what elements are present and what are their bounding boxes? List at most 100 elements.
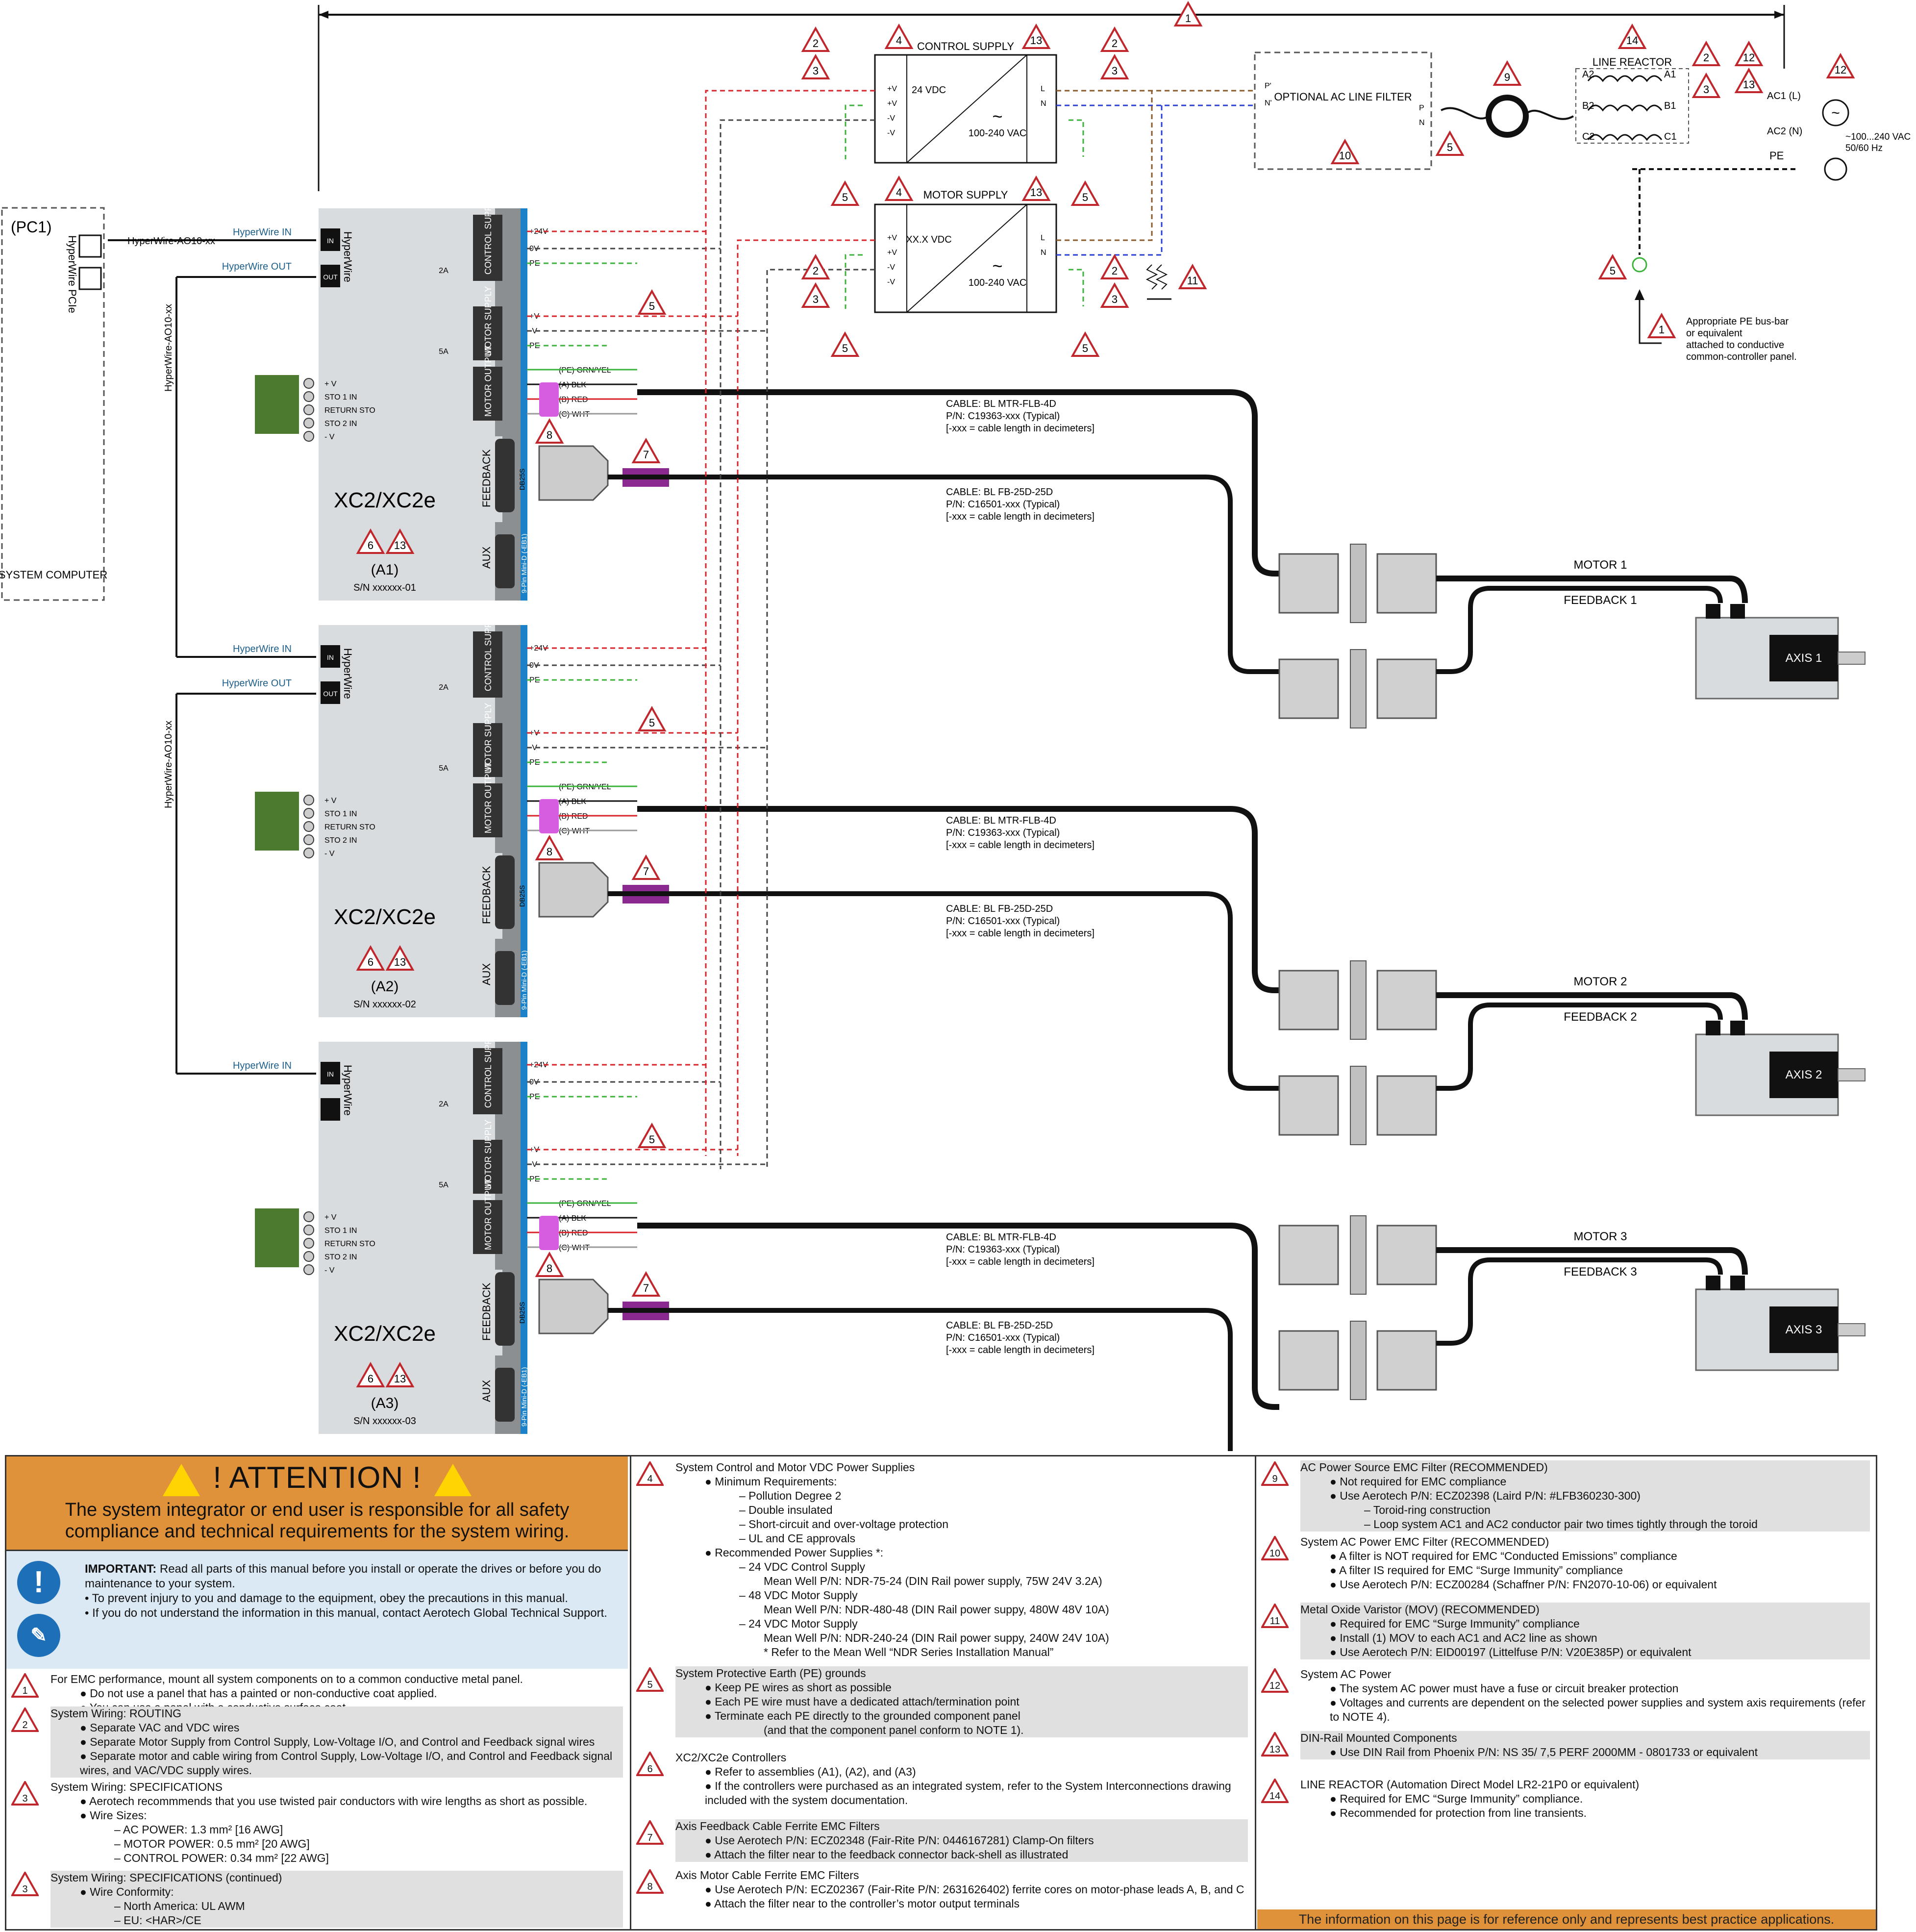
note-line: ● Not required for EMC compliance [1330,1475,1507,1488]
svg-text:11: 11 [1187,275,1198,287]
svg-text:+V: +V [887,85,897,93]
sto-pin-label: STO 1 IN [324,810,357,818]
svg-text:9: 9 [1272,1474,1277,1484]
feedback-port-label: FEEDBACK [480,1282,493,1341]
svg-text:10: 10 [1269,1548,1280,1559]
svg-text:2: 2 [813,265,819,277]
warning-icon [163,1463,200,1496]
note-9: 9 AC Power Source EMC Filter (RECOMMENDED… [1260,1460,1870,1531]
footer-disclaimer: The information on this page is for refe… [1257,1909,1876,1929]
note-line: ● Wire Conformity: [80,1885,174,1898]
note-5-marker: 5 [638,707,666,731]
hw-out-port[interactable]: OUT [323,273,338,281]
svg-text:PE: PE [529,259,540,268]
aux-port-label: AUX [480,1380,493,1402]
feedback-cable-length: [-xxx = cable length in decimeters] [946,928,1095,939]
note-line: LINE REACTOR (Automation Direct Model LR… [1300,1778,1640,1791]
hw-in-port[interactable]: IN [327,1070,334,1078]
hyperwire-in-label: HyperWire IN [233,644,292,654]
ac-source-label: ~100...240 VAC [1845,132,1911,142]
note-line: – Pollution Degree 2 [739,1489,842,1502]
pc1-label: (PC1) [11,218,52,236]
control-supply-port-label: CONTROL SUPPLY [483,195,493,275]
svg-text:6: 6 [647,1764,652,1775]
hyperwire-out-label: HyperWire OUT [222,261,292,272]
feedback-label: FEEDBACK 2 [1564,1010,1637,1024]
svg-text:1: 1 [22,1685,27,1696]
svg-text:3: 3 [1112,65,1118,77]
motor-output-port-label: MOTOR OUTPUT [483,345,493,417]
note-line: ● Install (1) MOV to each AC1 and AC2 li… [1330,1631,1597,1644]
hw-in-port[interactable]: IN [327,237,334,245]
controller-serial: S/N xxxxxx-01 [353,582,416,593]
note-5-marker: 5 [638,1124,666,1148]
note-line: System AC Power [1300,1668,1392,1681]
note-line: ● Each PE wire must have a dedicated att… [705,1695,1020,1708]
svg-text:13: 13 [1269,1744,1280,1755]
sto-pin-label: - V [324,1266,335,1275]
svg-text:P': P' [1265,82,1271,90]
axis-label: AXIS 2 [1786,1068,1822,1081]
important-line-1: Read all parts of this manual before you… [85,1562,601,1590]
mov: 11 [1145,264,1206,300]
svg-text:+V: +V [529,729,539,737]
aux-connector-label: 9-Pin Mini-D (-EB1) [520,1367,528,1427]
note-line: AC Power Source EMC Filter (RECOMMENDED) [1300,1461,1548,1474]
motor-cable-pn: P/N: C19363-xxx (Typical) [946,828,1060,838]
note-7-marker: 7 [632,1272,660,1297]
info-icon: ! [17,1561,60,1604]
svg-text:5: 5 [842,342,848,354]
svg-text:3: 3 [1703,83,1709,96]
note-line: System Wiring: SPECIFICATIONS (continued… [50,1871,282,1884]
svg-text:+V: +V [887,249,897,257]
db25-label: DB25S [518,1302,526,1324]
pe-busbar-note-3: attached to conductive [1686,340,1784,351]
svg-text:B2: B2 [1582,100,1594,111]
note-13-marker: 13 [386,946,414,971]
svg-text:-V: -V [529,1160,537,1169]
db25-label: DB25S [518,469,526,490]
controller-serial: S/N xxxxxx-03 [353,1416,416,1427]
hw-out-port[interactable]: OUT [323,690,338,698]
note-6-marker: 6 [357,1363,384,1387]
supply-wiring [705,90,1799,1169]
note-line: ● Required for EMC “Surge Immunity” comp… [1330,1792,1583,1805]
svg-text:14: 14 [1626,34,1638,47]
read-manual-icon: ✎ [17,1614,60,1657]
motor-output-port-label: MOTOR OUTPUT [483,1179,493,1250]
motor-cable-pn: P/N: C19363-xxx (Typical) [946,1244,1060,1255]
note-7-marker: 7 [632,855,660,880]
pe-busbar: 5 1 Appropriate PE bus-bar or equivalent… [1599,255,1797,362]
svg-text:6: 6 [368,539,373,552]
hyperwire-cable-label: HyperWire-AO10-xx [127,236,215,247]
svg-text:+V: +V [529,1146,539,1154]
note-line: ● Use Aerotech P/N: ECZ02348 (Fair-Rite … [705,1834,1094,1847]
note-line: ● Terminate each PE directly to the grou… [705,1709,1020,1722]
svg-text:0V: 0V [529,1078,539,1086]
fuse-ctrl: 2A [439,683,448,692]
svg-text:2: 2 [1112,265,1118,277]
note-7-marker: 7 [632,439,660,463]
svg-text:8: 8 [547,429,552,441]
note-10: 10 System AC Power EMC Filter (RECOMMENDE… [1260,1534,1870,1592]
top-span-line: 1 [318,2,1785,191]
note-line: – CONTROL POWER: 0.34 mm² [22 AWG] [114,1852,329,1864]
svg-text:10: 10 [1339,150,1351,162]
note-number-icon: 4 [635,1460,665,1486]
note-number-icon: 3 [10,1780,40,1806]
motor-supply-label: MOTOR SUPPLY [923,189,1008,201]
note-line: ● Voltages and currents are dependent on… [1330,1696,1866,1723]
note-line: ● A filter IS required for EMC “Surge Im… [1330,1564,1623,1577]
note-line: System AC Power EMC Filter (RECOMMENDED) [1300,1535,1549,1548]
feedback-port-label: FEEDBACK [480,866,493,924]
note-number-icon: 10 [1260,1534,1290,1560]
hw-in-port[interactable]: IN [327,653,334,661]
fuse-ctrl: 2A [439,267,448,275]
control-supply-port-label: CONTROL SUPPLY [483,612,493,691]
